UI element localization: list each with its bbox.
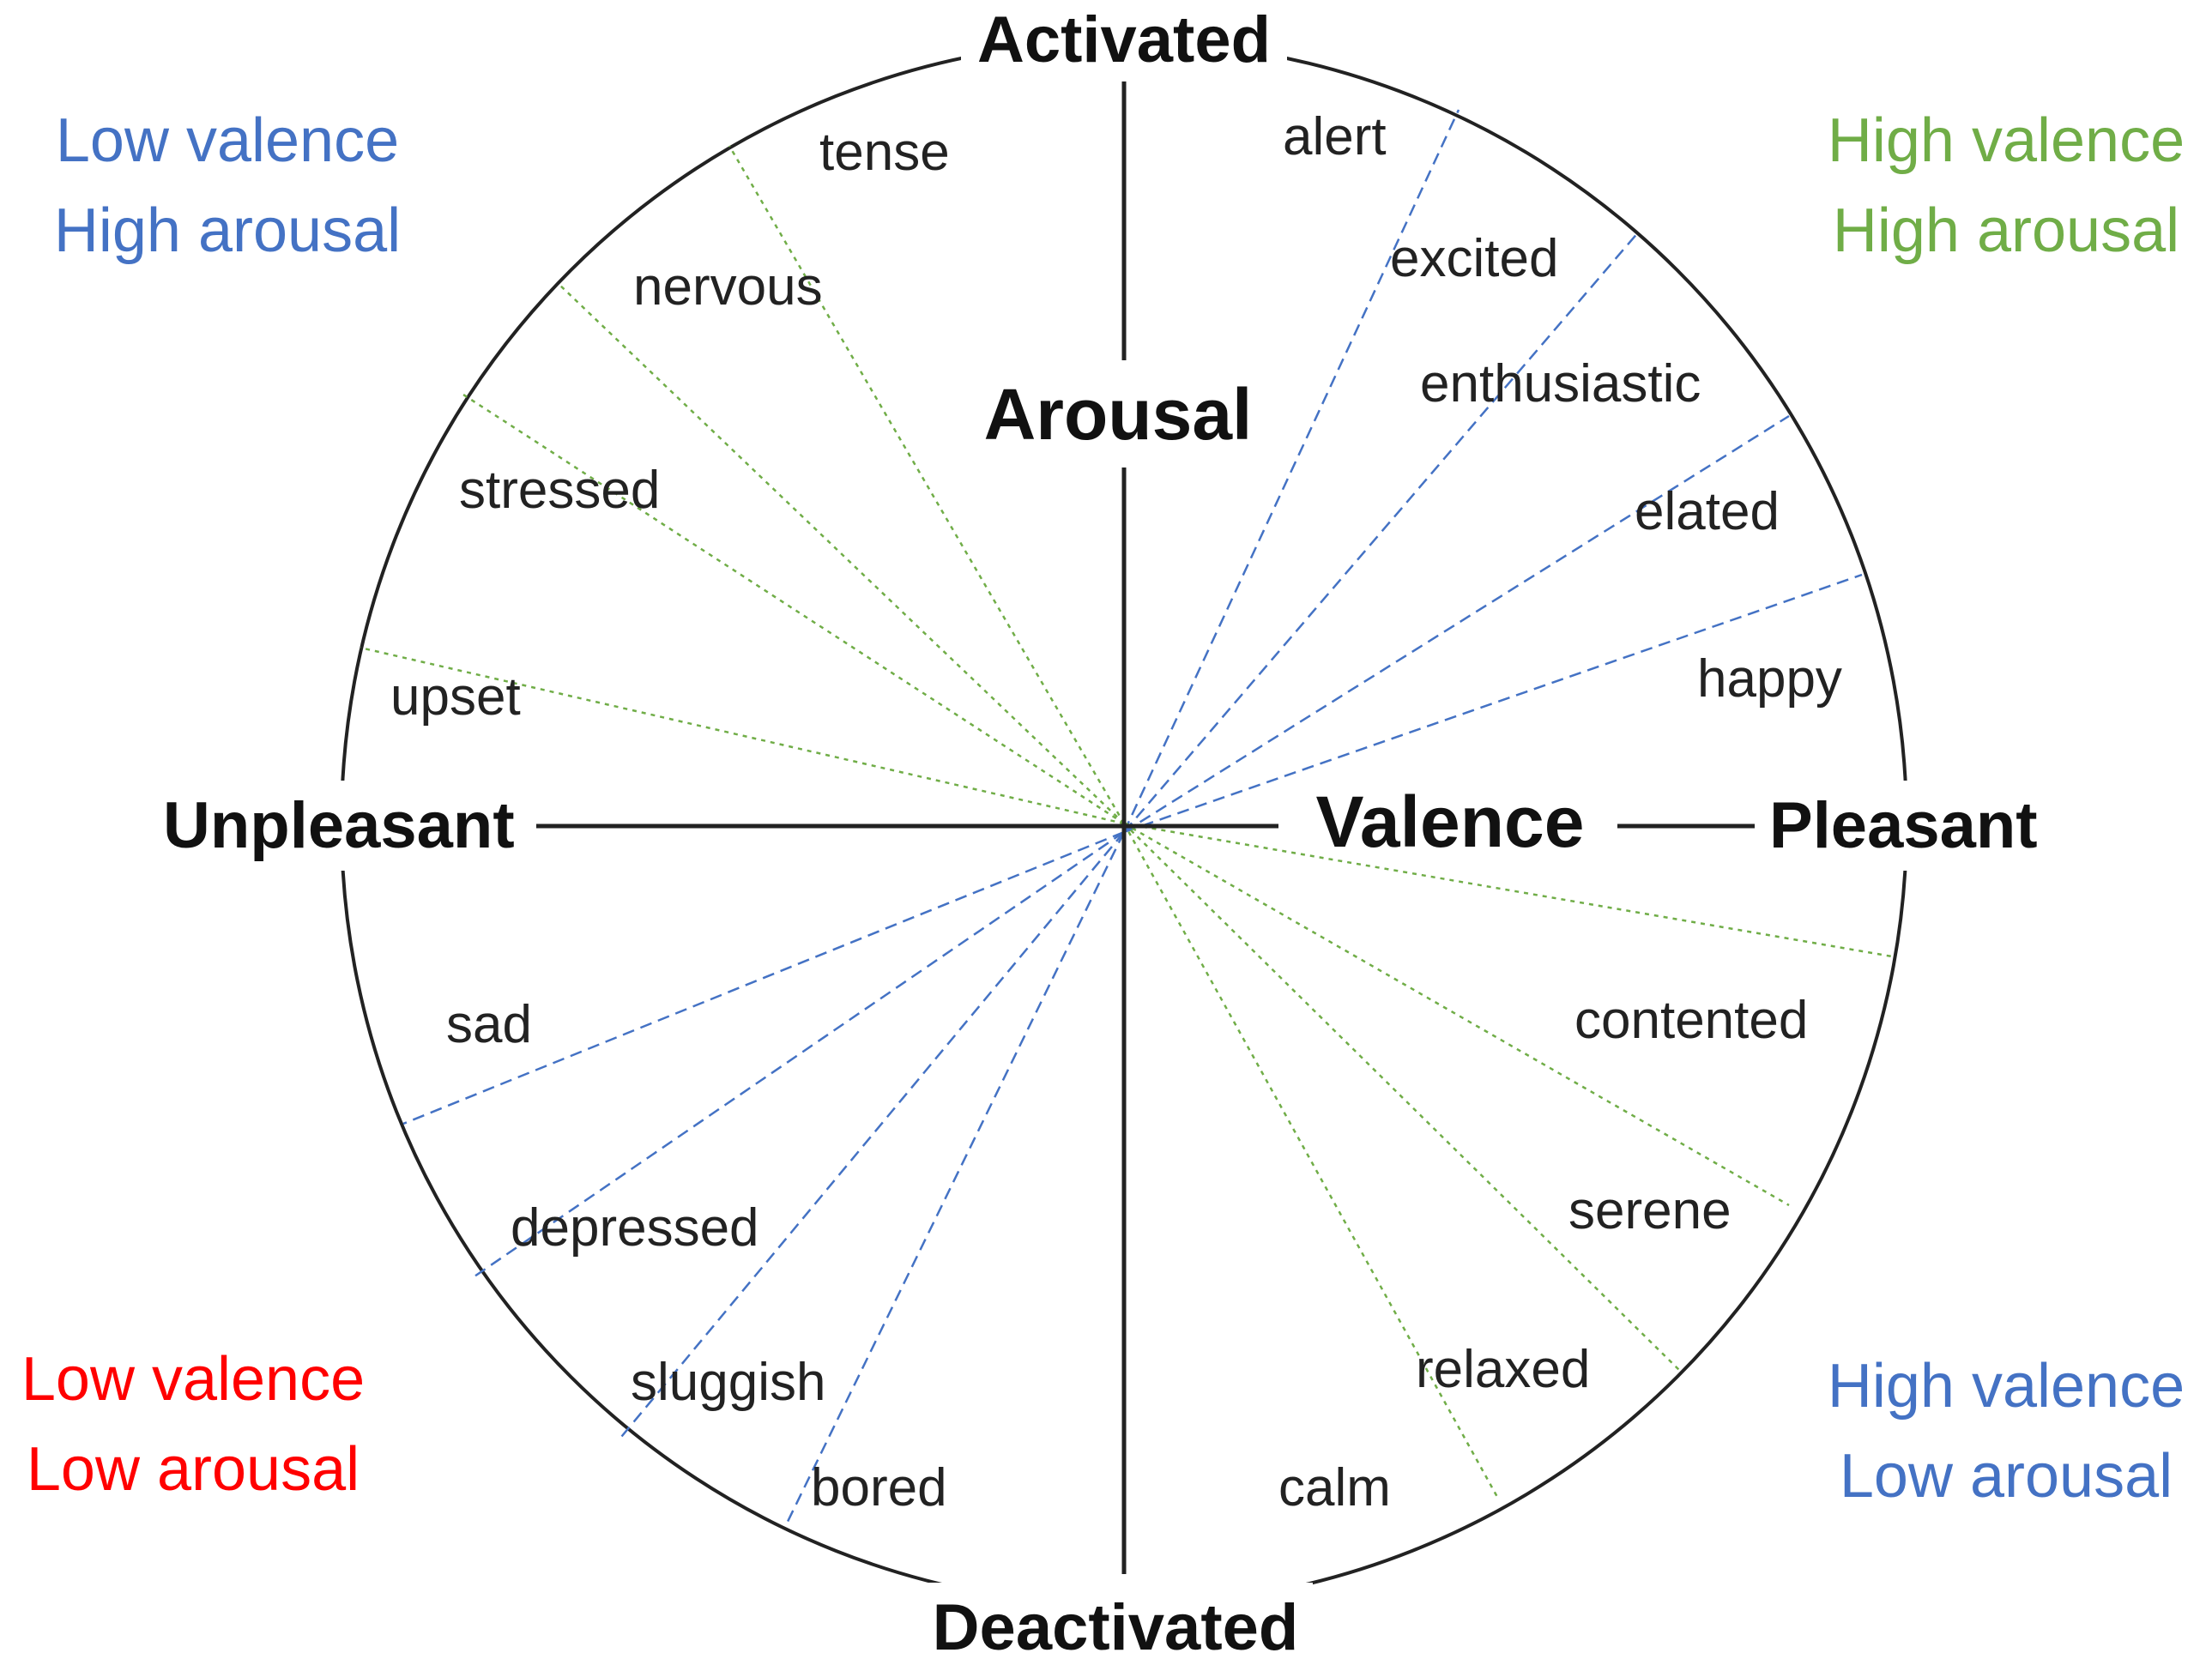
emotion-sluggish: sluggish xyxy=(631,1353,825,1412)
emotion-elated: elated xyxy=(1635,482,1780,541)
quadrant-top-left-line1: Low valence xyxy=(56,106,399,175)
activated-label: Activated xyxy=(977,3,1271,76)
deactivated-label: Deactivated xyxy=(933,1591,1299,1664)
quadrant-bottom-left-line1: Low valence xyxy=(21,1345,365,1414)
emotion-relaxed: relaxed xyxy=(1416,1340,1590,1399)
valence-title: Valence xyxy=(1316,781,1585,862)
blue-dashed-lines xyxy=(402,109,1863,1528)
dotted-line-contented xyxy=(1123,822,1893,958)
arousal-title: Arousal xyxy=(984,374,1253,455)
deactivated-backing xyxy=(918,1583,1313,1671)
pleasant-backing xyxy=(1763,781,2055,871)
emotion-upset: upset xyxy=(390,667,521,727)
green-dotted-lines xyxy=(360,145,1893,1498)
quadrant-top-left-line2: High arousal xyxy=(54,196,401,265)
emotion-words: tense nervous stressed upset alert excit… xyxy=(390,107,1842,1517)
quadrant-top-right: High valence High arousal xyxy=(1828,106,2185,265)
quadrant-top-right-line2: High arousal xyxy=(1833,196,2179,265)
quadrant-bottom-right: High valence Low arousal xyxy=(1828,1352,2185,1511)
dashed-line-alert xyxy=(1122,109,1460,833)
emotion-alert: alert xyxy=(1283,107,1387,166)
emotion-enthusiastic: enthusiastic xyxy=(1420,354,1701,413)
emotion-contented: contented xyxy=(1574,991,1808,1050)
quadrant-bottom-left: Low valence Low arousal xyxy=(21,1345,365,1504)
emotion-excited: excited xyxy=(1390,229,1558,288)
emotion-nervous: nervous xyxy=(633,257,823,317)
dashed-line-elated xyxy=(1123,573,1863,834)
dotted-line-tense xyxy=(728,145,1126,824)
emotion-calm: calm xyxy=(1278,1458,1391,1517)
dotted-line-upset xyxy=(360,646,1125,825)
quadrant-bottom-right-line1: High valence xyxy=(1828,1352,2185,1421)
quadrant-top-left: Low valence High arousal xyxy=(54,106,401,265)
quadrant-top-right-line1: High valence xyxy=(1828,106,2185,175)
dashed-line-sad xyxy=(402,830,1125,1125)
emotion-bored: bored xyxy=(811,1458,947,1517)
emotion-serene: serene xyxy=(1568,1181,1732,1240)
emotion-stressed: stressed xyxy=(459,461,660,520)
emotion-depressed: depressed xyxy=(511,1198,759,1258)
pleasant-label: Pleasant xyxy=(1769,789,2038,862)
emotion-tense: tense xyxy=(819,123,950,182)
dotted-line-stressed xyxy=(462,393,1125,825)
unpleasant-backing xyxy=(154,781,532,871)
dashed-line-bored xyxy=(783,831,1126,1528)
dotted-line-relaxed xyxy=(1123,823,1683,1373)
emotion-sad: sad xyxy=(446,995,532,1054)
unpleasant-label: Unpleasant xyxy=(163,789,515,862)
dashed-line-enthusiastic xyxy=(1123,414,1790,834)
emotion-happy: happy xyxy=(1697,649,1842,709)
quadrant-bottom-left-line2: Low arousal xyxy=(27,1435,360,1504)
activated-backing xyxy=(961,0,1287,73)
quadrant-bottom-right-line2: Low arousal xyxy=(1840,1442,2173,1511)
dotted-line-nervous xyxy=(557,282,1125,824)
